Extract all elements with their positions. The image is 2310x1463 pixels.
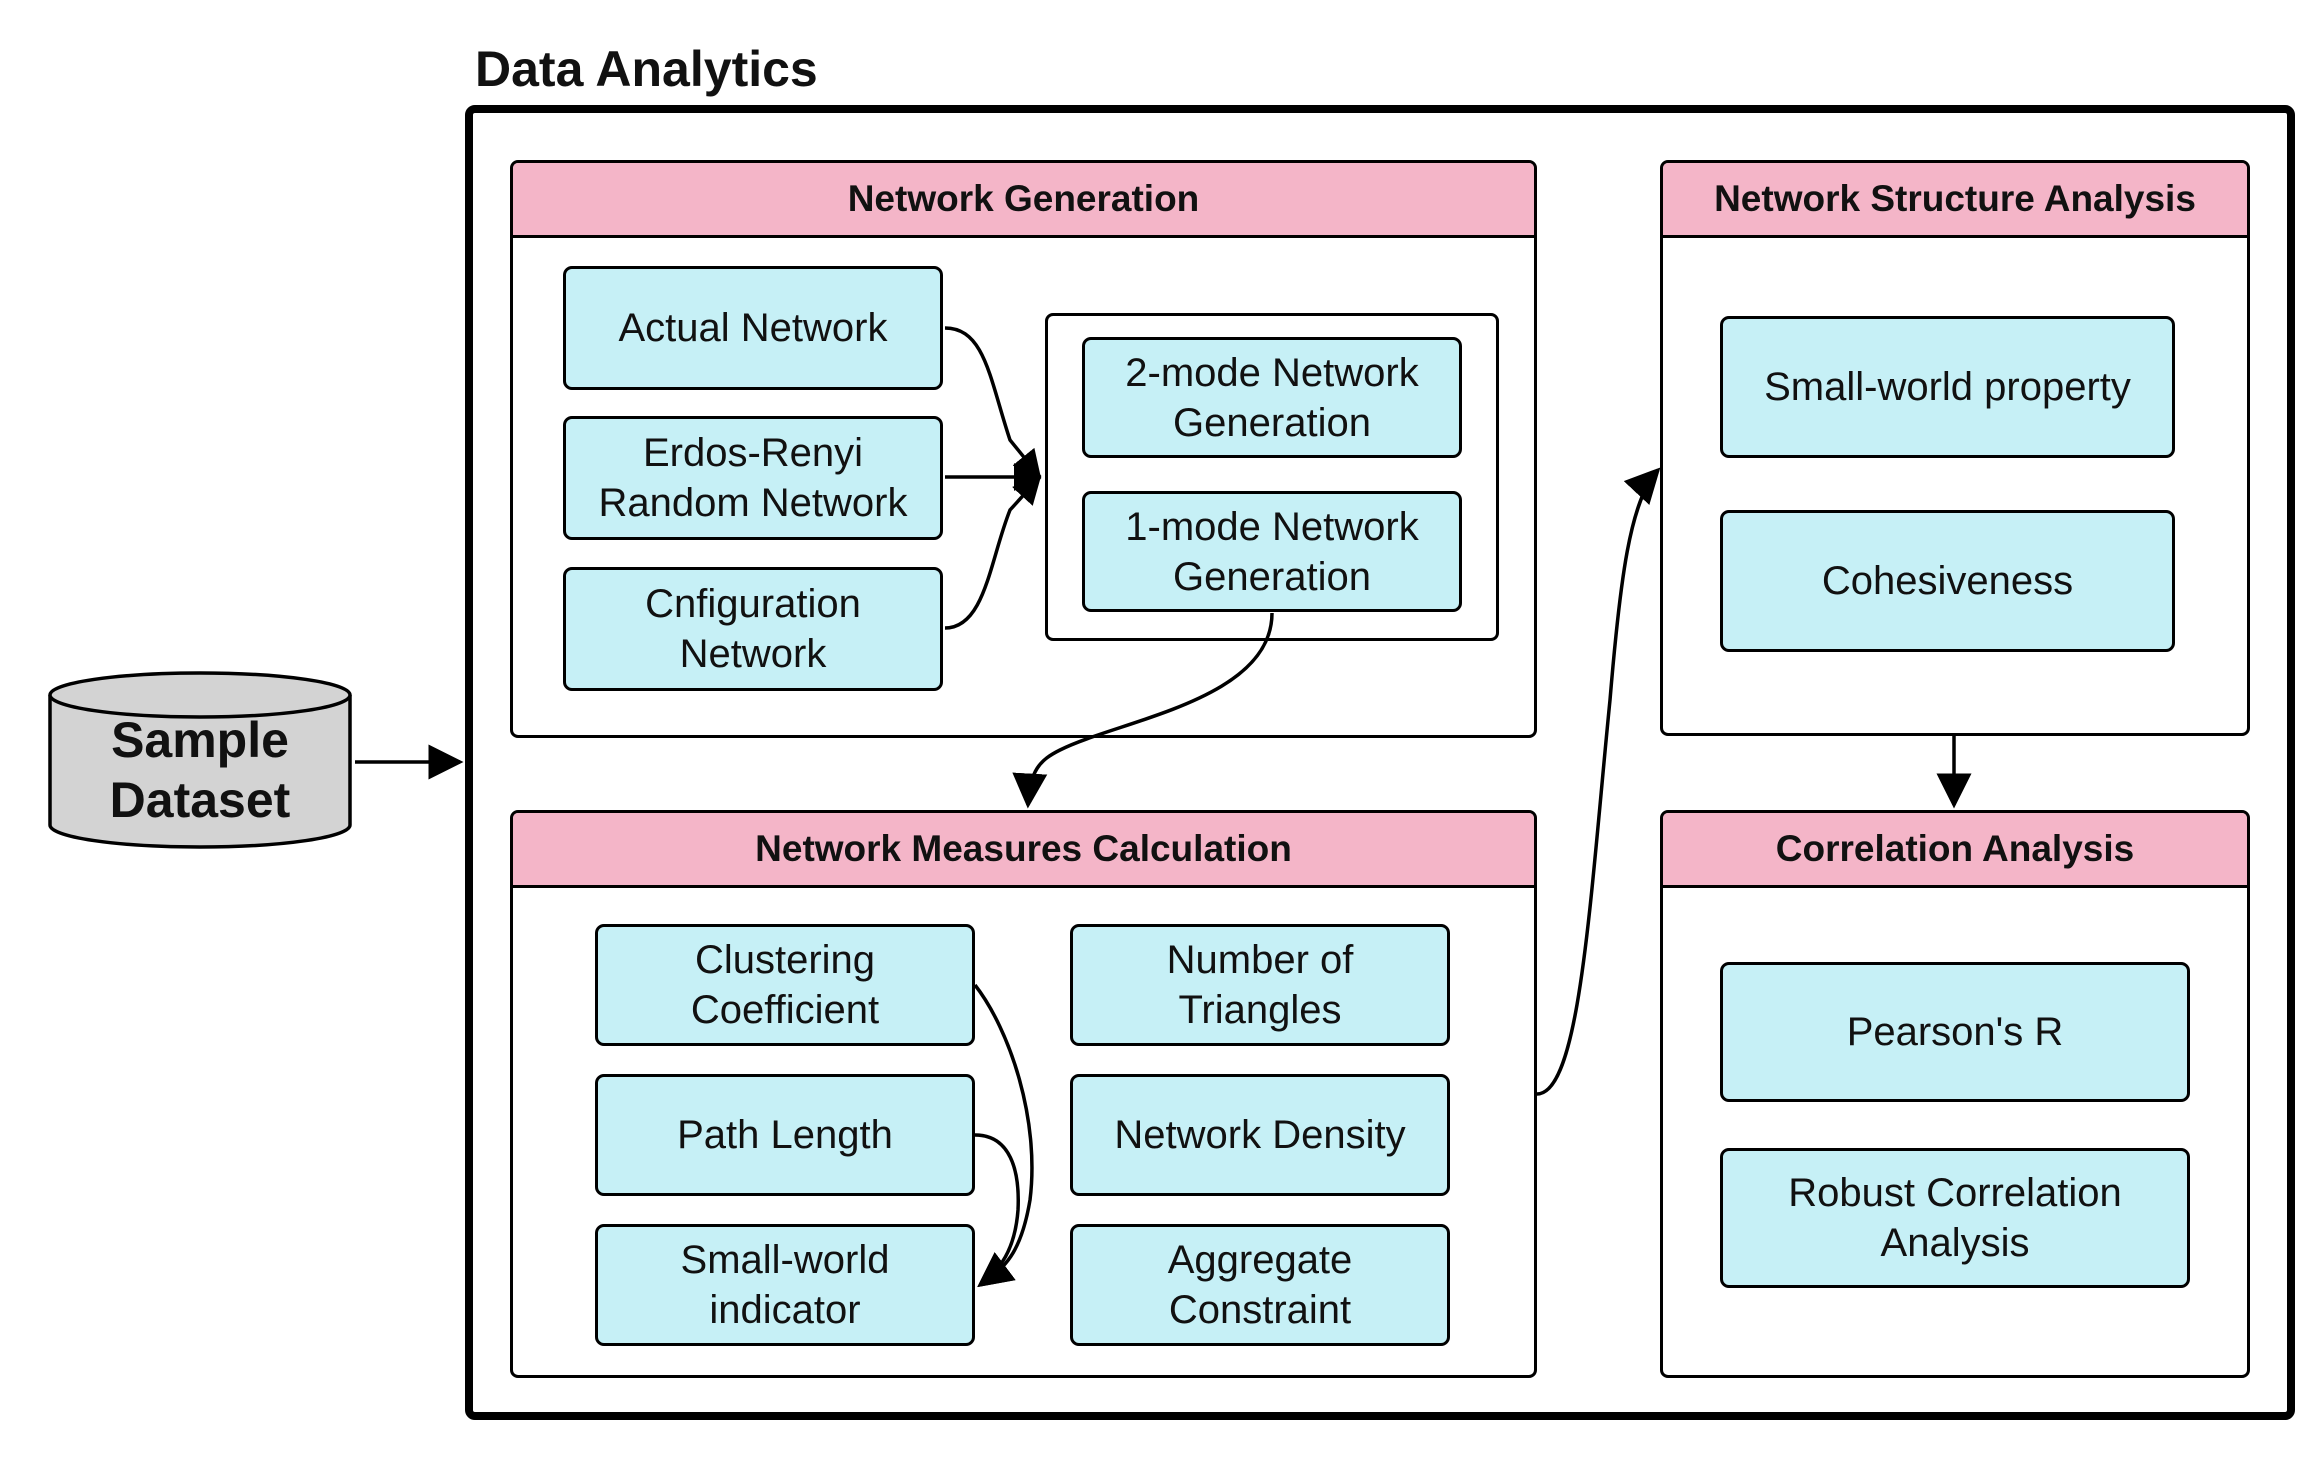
- small-world-property-node: Small-world property: [1720, 316, 2175, 458]
- cohesiveness-node: Cohesiveness: [1720, 510, 2175, 652]
- sample-dataset-label: Sample Dataset: [109, 712, 291, 828]
- robust-correlation-node: Robust Correlation Analysis: [1720, 1148, 2190, 1288]
- number-of-triangles-node: Number of Triangles: [1070, 924, 1450, 1046]
- database-icon: [48, 671, 352, 849]
- erdos-renyi-node: Erdos-Renyi Random Network: [563, 416, 943, 540]
- correlation-analysis-header: Correlation Analysis: [1663, 813, 2247, 888]
- network-measures-header: Network Measures Calculation: [513, 813, 1534, 888]
- network-structure-header: Network Structure Analysis: [1663, 163, 2247, 238]
- data-analytics-container: [465, 105, 2295, 1420]
- path-length-node: Path Length: [595, 1074, 975, 1196]
- aggregate-constraint-node: Aggregate Constraint: [1070, 1224, 1450, 1346]
- network-density-node: Network Density: [1070, 1074, 1450, 1196]
- configuration-network-node: Cnfiguration Network: [563, 567, 943, 691]
- page-title: Data Analytics: [475, 41, 818, 97]
- small-world-indicator-node: Small-world indicator: [595, 1224, 975, 1346]
- arrow-config-to-generation: [944, 475, 1042, 630]
- clustering-coefficient-node: Clustering Coefficient: [595, 924, 975, 1046]
- arrow-pathlength-to-indicator: [974, 1133, 1020, 1288]
- pearsons-r-node: Pearson's R: [1720, 962, 2190, 1102]
- one-mode-generation-node: 1-mode Network Generation: [1082, 491, 1462, 612]
- network-generation-header: Network Generation: [513, 163, 1534, 238]
- arrow-measures-to-structure: [1536, 467, 1661, 1096]
- actual-network-node: Actual Network: [563, 266, 943, 390]
- arrow-generation-to-measures: [1012, 612, 1274, 809]
- arrow-actual-to-generation: [944, 326, 1042, 479]
- two-mode-generation-node: 2-mode Network Generation: [1082, 337, 1462, 458]
